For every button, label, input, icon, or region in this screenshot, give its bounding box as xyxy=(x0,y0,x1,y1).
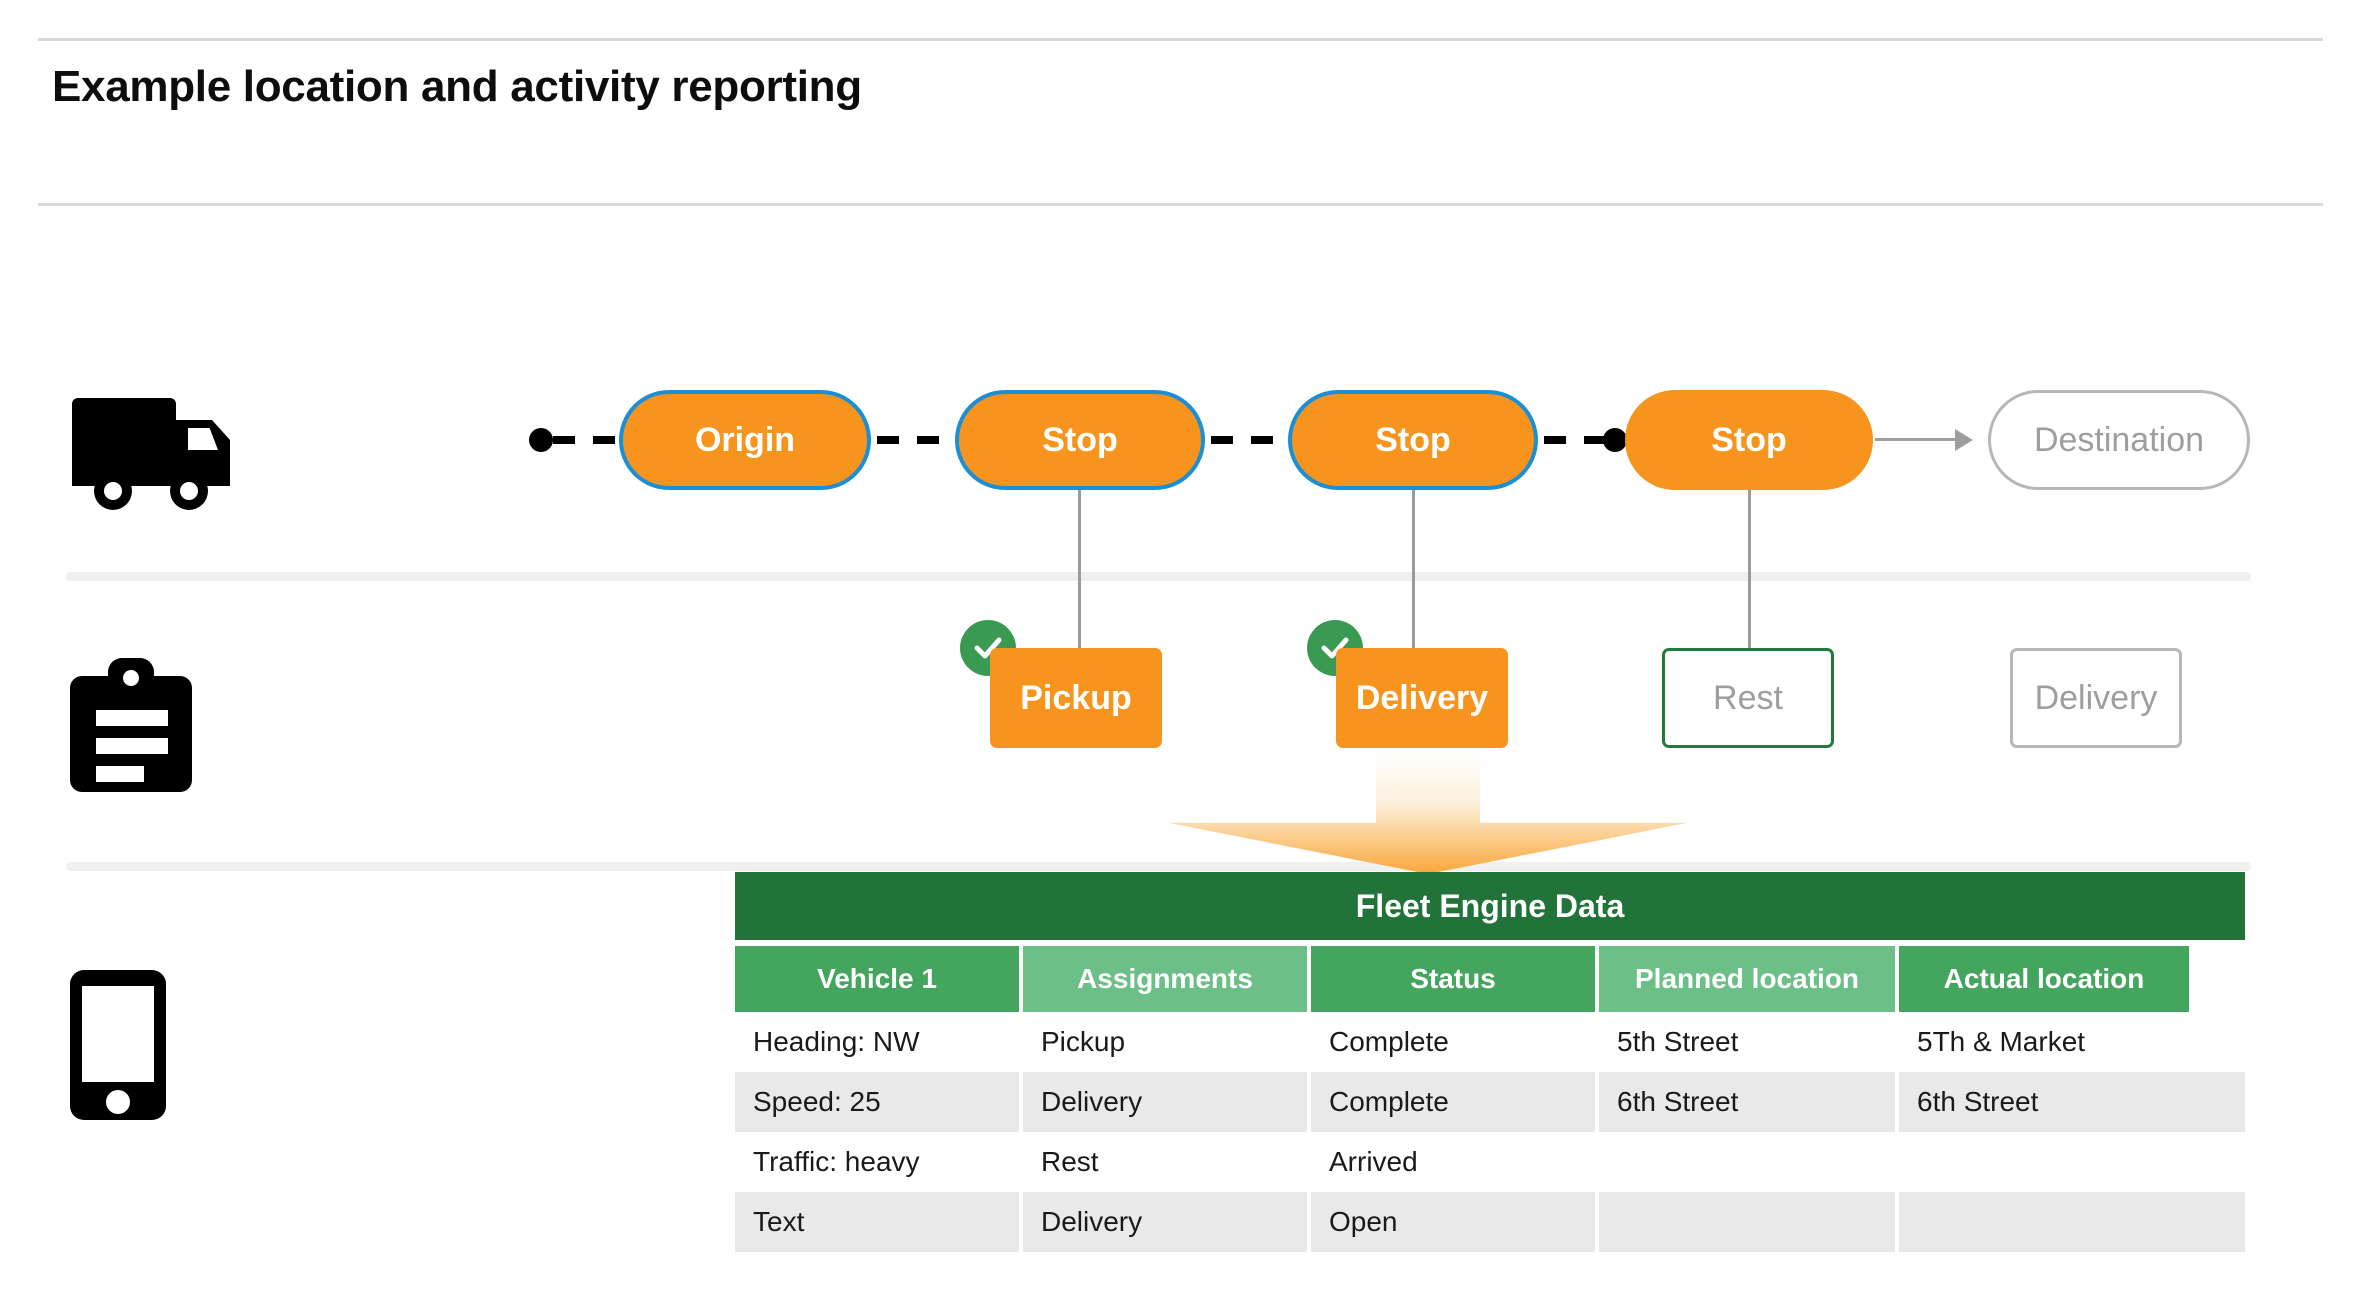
truck-icon xyxy=(72,398,232,510)
column-header-actual-location[interactable]: Actual location xyxy=(1899,946,2189,1012)
header-divider-bottom xyxy=(38,203,2323,206)
cell-planned-location: 5th Street xyxy=(1599,1012,1899,1072)
cell-status: Arrived xyxy=(1311,1132,1599,1192)
cell-status: Complete xyxy=(1311,1072,1599,1132)
column-header-status[interactable]: Status xyxy=(1311,946,1599,1012)
page-title: Example location and activity reporting xyxy=(52,62,862,111)
activity-label: Pickup xyxy=(1020,678,1132,717)
cell-assignment: Rest xyxy=(1023,1132,1311,1192)
column-header-vehicle[interactable]: Vehicle 1 xyxy=(735,946,1023,1012)
route-stop-label: Stop xyxy=(1711,420,1787,459)
activity-rest[interactable]: Rest xyxy=(1662,648,1834,748)
route-current-dot xyxy=(1603,428,1627,452)
column-header-assignments[interactable]: Assignments xyxy=(1023,946,1311,1012)
drilldown-arrow-icon xyxy=(1168,752,1688,874)
cell-vehicle: Traffic: heavy xyxy=(735,1132,1023,1192)
table-title: Fleet Engine Data xyxy=(735,872,2245,940)
route-arrow-line xyxy=(1875,438,1957,441)
route-destination-label: Destination xyxy=(2033,420,2205,459)
route-dash-3 xyxy=(1544,436,1606,444)
clipboard-icon xyxy=(70,658,192,792)
route-stop-origin[interactable]: Origin xyxy=(619,390,871,490)
connector-stop3-rest xyxy=(1748,490,1751,650)
route-stop-label: Stop xyxy=(1042,420,1118,459)
route-arrow-head xyxy=(1955,429,1973,451)
row-separator-vehicle xyxy=(66,572,2251,581)
route-destination[interactable]: Destination xyxy=(1988,390,2250,490)
column-header-planned-location[interactable]: Planned location xyxy=(1599,946,1899,1012)
cell-planned-location xyxy=(1599,1192,1899,1252)
table-row[interactable]: Heading: NW Pickup Complete 5th Street 5… xyxy=(735,1012,2245,1072)
connector-stop2-delivery xyxy=(1412,490,1415,650)
activity-label: Rest xyxy=(1713,678,1783,717)
cell-status: Open xyxy=(1311,1192,1599,1252)
cell-vehicle: Text xyxy=(735,1192,1023,1252)
cell-status: Complete xyxy=(1311,1012,1599,1072)
connector-stop1-pickup xyxy=(1078,490,1081,650)
route-start-dot xyxy=(529,428,553,452)
cell-actual-location: 6th Street xyxy=(1917,1086,2039,1117)
cell-vehicle: Speed: 25 xyxy=(735,1072,1023,1132)
activity-label: Delivery xyxy=(2034,678,2158,717)
cell-planned-location xyxy=(1599,1132,1899,1192)
table-row[interactable]: Speed: 25 Delivery Complete 6th Street 6… xyxy=(735,1072,2245,1132)
table-row[interactable]: Traffic: heavy Rest Arrived xyxy=(735,1132,2245,1192)
table-header-row: Vehicle 1 Assignments Status Planned loc… xyxy=(735,946,2245,1012)
row-separator-activity xyxy=(66,862,2251,871)
cell-actual-location xyxy=(1899,1132,2189,1192)
cell-actual-location: 5Th & Market xyxy=(1917,1026,2086,1057)
activity-delivery[interactable]: Delivery xyxy=(1336,648,1508,748)
phone-icon xyxy=(70,970,166,1120)
cell-assignment: Delivery xyxy=(1023,1192,1311,1252)
route-dash-2 xyxy=(1211,436,1293,444)
cell-vehicle: Heading: NW xyxy=(735,1012,1023,1072)
activity-pickup[interactable]: Pickup xyxy=(990,648,1162,748)
cell-assignment: Delivery xyxy=(1023,1072,1311,1132)
activity-label: Delivery xyxy=(1355,678,1489,717)
cell-actual-location xyxy=(1899,1192,2189,1252)
route-stop-label: Stop xyxy=(1375,420,1451,459)
route-stop-label: Origin xyxy=(694,420,796,459)
route-stop-2[interactable]: Stop xyxy=(1288,390,1538,490)
cell-assignment: Pickup xyxy=(1023,1012,1311,1072)
header-divider-top xyxy=(38,38,2323,41)
activity-delivery-open[interactable]: Delivery xyxy=(2010,648,2182,748)
route-stop-1[interactable]: Stop xyxy=(955,390,1205,490)
route-dash-1 xyxy=(877,436,959,444)
cell-planned-location: 6th Street xyxy=(1599,1072,1899,1132)
route-stop-3[interactable]: Stop xyxy=(1625,390,1873,490)
fleet-engine-data-table: Fleet Engine Data Vehicle 1 Assignments … xyxy=(735,872,2245,1252)
table-row[interactable]: Text Delivery Open xyxy=(735,1192,2245,1252)
route-dash-0 xyxy=(553,436,619,444)
